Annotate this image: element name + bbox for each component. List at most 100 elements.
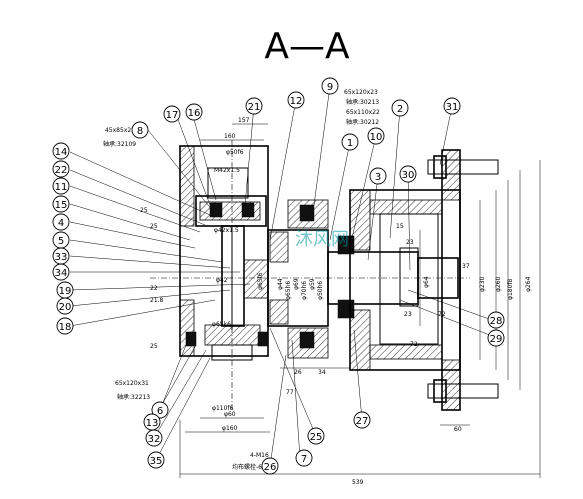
dim-bottom-phi60: φ60 bbox=[224, 411, 236, 418]
svg-text:18: 18 bbox=[59, 322, 72, 333]
balloon-4: 4 bbox=[52, 213, 70, 231]
dim-right-phi230: φ230 bbox=[479, 276, 486, 292]
svg-text:4: 4 bbox=[58, 218, 64, 229]
balloon-3: 3 bbox=[369, 167, 387, 185]
watermark-text: 沐风网 bbox=[295, 229, 349, 250]
dim-bottom-34: 34 bbox=[318, 369, 326, 376]
balloon-16: 16 bbox=[185, 103, 203, 121]
dim-top-phi42: φ42x1.5 bbox=[214, 227, 239, 234]
main-shaft bbox=[267, 199, 459, 359]
dim-center-5: φ50h6 bbox=[317, 281, 324, 300]
balloon-27: 27 bbox=[353, 411, 371, 429]
svg-text:32: 32 bbox=[148, 434, 161, 445]
dim-left-218: 21.8 bbox=[150, 297, 164, 304]
svg-text:2: 2 bbox=[397, 104, 403, 115]
svg-text:31: 31 bbox=[446, 102, 459, 113]
svg-text:27: 27 bbox=[356, 416, 369, 427]
balloon-13: 13 bbox=[143, 413, 161, 431]
dim-bottom-72: 72 bbox=[410, 341, 418, 348]
svg-text:21: 21 bbox=[248, 102, 261, 113]
balloon-10: 10 bbox=[367, 127, 385, 145]
balloon-9: 9 bbox=[321, 77, 339, 95]
balloon-21: 21 bbox=[245, 97, 263, 115]
dim-right-15: 15 bbox=[396, 223, 404, 230]
output-housing bbox=[349, 149, 461, 411]
callout-13-bearing: 轴承:32213 bbox=[117, 393, 150, 401]
dim-bottom-60: 60 bbox=[454, 426, 462, 433]
balloon-34: 34 bbox=[52, 263, 70, 281]
svg-text:20: 20 bbox=[59, 302, 72, 313]
balloon-32: 32 bbox=[145, 429, 163, 447]
dim-center-2: φ69 bbox=[293, 278, 300, 290]
svg-text:8: 8 bbox=[137, 126, 143, 137]
svg-text:5: 5 bbox=[58, 236, 64, 247]
dim-right-phi264: φ264 bbox=[525, 276, 532, 292]
dim-right-phi64: φ64 bbox=[423, 276, 430, 288]
dim-center-1: φ65h6 bbox=[285, 281, 292, 300]
leaders bbox=[69, 85, 493, 467]
balloon-31: 31 bbox=[443, 97, 461, 115]
balloon-15: 15 bbox=[52, 195, 70, 213]
dim-top-phi50: φ50f6 bbox=[226, 149, 244, 156]
svg-text:11: 11 bbox=[55, 182, 68, 193]
flange-bolts bbox=[427, 155, 499, 403]
callout-9-size: 65x120x23 bbox=[344, 89, 378, 96]
dim-center-3: φ70h6 bbox=[301, 281, 308, 300]
balloon-5: 5 bbox=[52, 231, 70, 249]
svg-text:22: 22 bbox=[55, 165, 68, 176]
svg-text:30: 30 bbox=[402, 170, 415, 181]
dim-left-25c: 25 bbox=[150, 343, 158, 350]
balloon-33: 33 bbox=[52, 247, 70, 265]
svg-text:14: 14 bbox=[55, 147, 68, 158]
callout-10-size: 65x110x22 bbox=[346, 109, 380, 116]
callout-10-bearing: 轴承:30212 bbox=[346, 118, 379, 126]
svg-text:35: 35 bbox=[150, 456, 163, 467]
balloon-35: 35 bbox=[147, 451, 165, 469]
balloon-1: 1 bbox=[341, 133, 359, 151]
balloon-12: 12 bbox=[287, 91, 305, 109]
balloon-29: 29 bbox=[487, 329, 505, 347]
balloon-6: 6 bbox=[151, 401, 169, 419]
svg-text:25: 25 bbox=[310, 432, 323, 443]
dim-right-23b: 23 bbox=[404, 311, 412, 318]
dim-left-25b: 25 bbox=[150, 223, 158, 230]
dim-center-0: φ44 bbox=[277, 278, 284, 290]
svg-text:19: 19 bbox=[59, 286, 72, 297]
dim-bottom-phi160: φ160 bbox=[222, 425, 238, 432]
callout-13-size: 65x120x31 bbox=[115, 380, 149, 387]
svg-text:13: 13 bbox=[146, 418, 159, 429]
balloon-25: 25 bbox=[307, 427, 325, 445]
svg-text:29: 29 bbox=[490, 334, 503, 345]
svg-text:9: 9 bbox=[327, 82, 333, 93]
dim-top-157: 157 bbox=[238, 117, 250, 124]
dim-bottom-77: 77 bbox=[286, 389, 294, 396]
dim-right-72: 72 bbox=[438, 311, 446, 318]
dim-right-phi180: φ180f8 bbox=[507, 278, 514, 300]
balloon-8: 8 bbox=[131, 121, 149, 139]
svg-text:12: 12 bbox=[290, 96, 303, 107]
balloon-17: 17 bbox=[163, 105, 181, 123]
dim-bottom-26: 26 bbox=[294, 369, 302, 376]
dim-left-22: 22 bbox=[150, 285, 158, 292]
dim-center-7: φ65k6 bbox=[212, 321, 231, 328]
dim-left-phi42: φ42 bbox=[216, 277, 228, 284]
svg-text:7: 7 bbox=[301, 454, 307, 465]
svg-text:1: 1 bbox=[347, 138, 353, 149]
dim-top-m42: M42x1.5 bbox=[214, 167, 240, 174]
section-title: A—A bbox=[264, 26, 350, 67]
balloon-28: 28 bbox=[487, 311, 505, 329]
svg-text:26: 26 bbox=[264, 462, 277, 473]
balloon-20: 20 bbox=[56, 297, 74, 315]
balloon-11: 11 bbox=[52, 177, 70, 195]
balloon-7: 7 bbox=[295, 449, 313, 467]
balloon-22: 22 bbox=[52, 160, 70, 178]
callout-8-bearing: 轴承:32109 bbox=[103, 140, 136, 148]
dim-right-phi260: φ260 bbox=[495, 276, 502, 292]
dim-top-160: 160 bbox=[224, 133, 236, 140]
dim-center-4: φ59 bbox=[309, 278, 316, 290]
svg-text:34: 34 bbox=[55, 268, 68, 279]
dimension-lines bbox=[179, 123, 541, 478]
dim-bottom-phi110: φ110f6 bbox=[212, 405, 234, 412]
